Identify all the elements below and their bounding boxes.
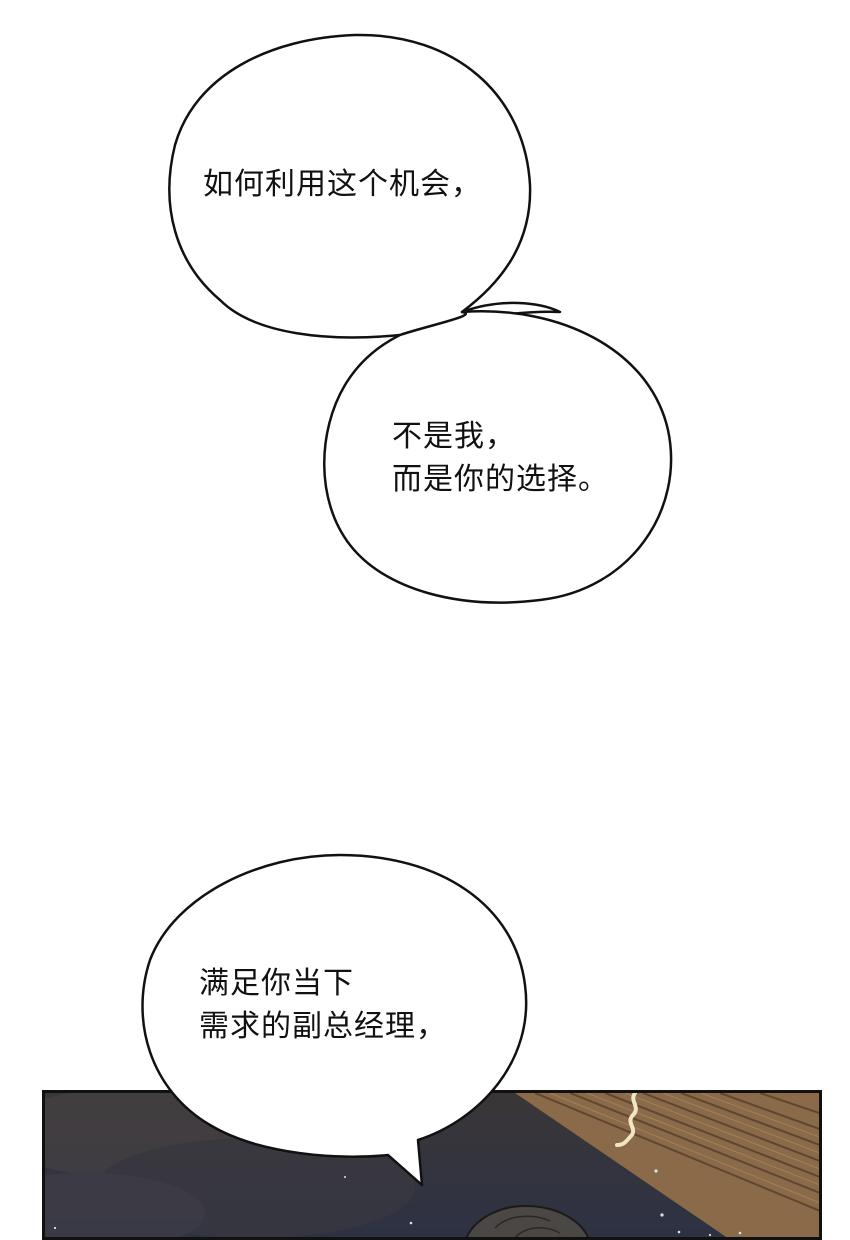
speech-bubble-3-outline bbox=[141, 853, 528, 1187]
wooden-roof-eaves bbox=[515, 1093, 819, 1237]
speech-bubble-1-text: 如何利用这个机会， bbox=[203, 167, 482, 202]
speech-bubble-1-outline bbox=[168, 33, 562, 339]
speech-bubble-2-outline bbox=[323, 310, 673, 604]
speech-bubble-2-text: 不是我， 而是你的选择。 bbox=[392, 419, 609, 497]
speech-bubble-3-text: 满足你当下 需求的副总经理， bbox=[199, 966, 447, 1044]
